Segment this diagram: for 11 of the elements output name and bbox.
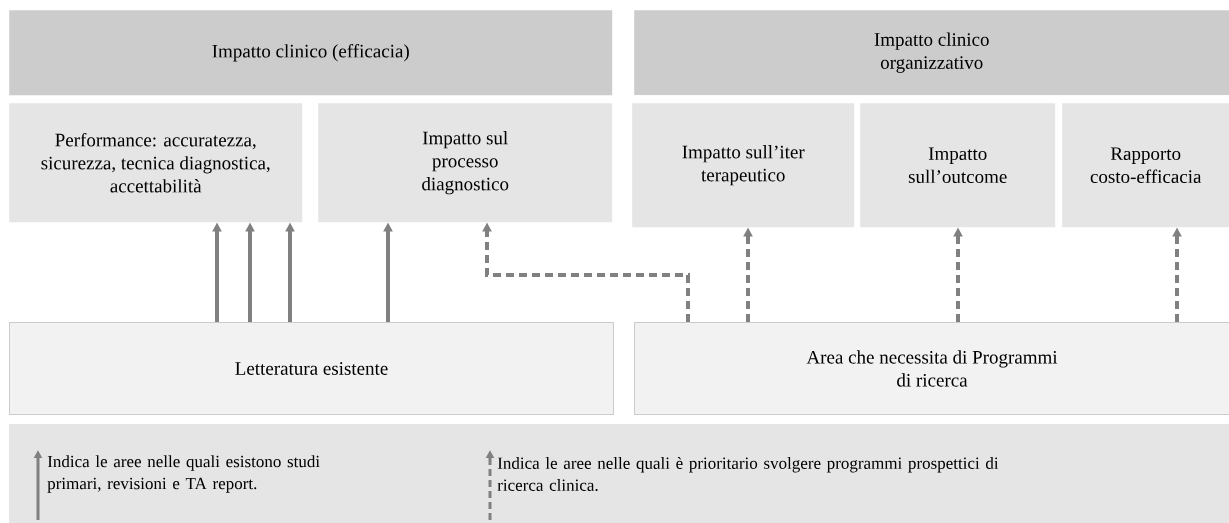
legend-text: Indica le aree nelle quali è prioritario svolgere programmi prospettici di ricerca clinica.: [497, 456, 999, 492]
header-band: Impatto clinico organizzativo: [634, 10, 1229, 96]
process-box: Impatto sull’outcome: [860, 103, 1056, 228]
process-box: Impatto sull’iter terapeutico: [632, 103, 855, 228]
header-band: Impatto clinico (efficacia): [9, 10, 613, 96]
process-box: Area che necessita di Programmi di ricerca: [634, 322, 1229, 415]
process-box: Letteratura esistente: [9, 322, 614, 415]
process-box: Performance: accuratezza, sicurezza, tecnica diagnostica, accettabilità: [9, 103, 303, 223]
process-box: Rapporto costo-efficacia: [1062, 103, 1229, 228]
legend-text: Indica le aree nelle quali esistono studi primari, revisioni e TA report.: [47, 455, 320, 493]
process-box: Impatto sul processo diagnostico: [318, 103, 613, 223]
